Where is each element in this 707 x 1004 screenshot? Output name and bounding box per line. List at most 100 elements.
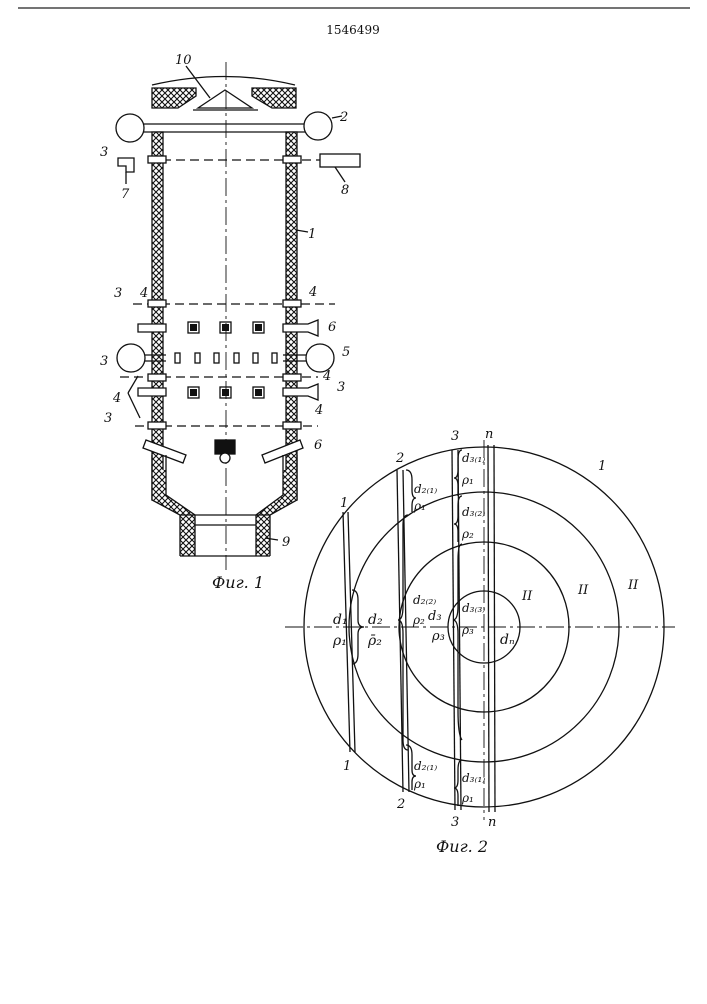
nozzle-square-fill	[222, 389, 229, 396]
label-d22: d₂₍₂₎	[413, 593, 436, 607]
label-rho2: ρ₂	[412, 613, 425, 627]
label-d1: d₁	[333, 612, 348, 628]
slot	[175, 353, 180, 363]
label-chord-3-bottom: 3	[451, 815, 459, 830]
label-chord-2-bottom: 2	[396, 797, 405, 812]
label-ring-II-outer: II	[627, 578, 639, 593]
label-3-upper: 3	[114, 286, 122, 301]
label-rho1: ρ₁	[332, 633, 347, 649]
leader-4-a	[128, 376, 138, 393]
label-rho1-bottom-3: ρ₁	[461, 791, 474, 805]
label-d21-bottom: d₂₍₁₎	[414, 759, 437, 773]
label-ring-II-mid: II	[577, 583, 589, 598]
patent-number: 1546499	[326, 23, 379, 37]
label-3-mid: 3	[100, 354, 108, 369]
burner-left-2	[138, 388, 166, 396]
label-rho2-bar: ρ̄₂	[367, 633, 382, 649]
nozzle-square-fill	[190, 389, 197, 396]
label-d21-top: d₂₍₁₎	[414, 482, 437, 496]
cone-right-fill	[256, 470, 297, 556]
label-4-left-upper: 4	[139, 286, 148, 301]
label-chord-3-top: 3	[451, 429, 459, 444]
inclined-burner-left	[143, 440, 186, 463]
label-d31-bottom: d₃₍₁₎	[462, 771, 485, 785]
chord-3-a	[452, 450, 455, 810]
label-7: 7	[121, 187, 130, 202]
leader-8	[335, 167, 345, 182]
port-4b-right	[283, 374, 301, 381]
top-refractory-right	[252, 88, 296, 108]
right-mid-sphere-5	[306, 344, 334, 372]
label-4-right-upper: 4	[308, 285, 317, 300]
label-d32-top: d₃₍₂₎	[462, 505, 485, 519]
label-circle-1: 1	[598, 459, 606, 474]
brace-d31-top	[454, 450, 462, 496]
chord-2-a	[397, 470, 403, 792]
label-3-right-mid: 3	[337, 380, 345, 395]
sensor-box-8	[320, 154, 360, 167]
label-rho1-top-3: ρ₁	[461, 473, 474, 487]
nozzle-square-fill	[255, 324, 262, 331]
label-d31-top: d₃₍₁₎	[462, 451, 485, 465]
port-4b-left	[148, 374, 166, 381]
label-chord-n-top: n	[485, 427, 493, 442]
slot	[253, 353, 258, 363]
label-d3: d₃	[428, 609, 442, 624]
cone-left-fill	[152, 470, 195, 556]
figure-1-caption: Фиг. 1	[212, 573, 264, 592]
label-1: 1	[308, 227, 316, 242]
center-device-ball	[220, 453, 230, 463]
label-rho3-3: ρ₃	[461, 623, 474, 637]
label-chord-n-bottom: n	[488, 815, 496, 830]
slot	[214, 353, 219, 363]
slot	[272, 353, 277, 363]
leader-4-b	[128, 393, 140, 418]
left-top-sphere	[116, 114, 144, 142]
top-cap-outline	[152, 77, 295, 86]
left-mid-sphere	[117, 344, 145, 372]
label-d33: d₃₍₃₎	[462, 601, 485, 615]
label-9: 9	[282, 535, 290, 550]
label-2: 2	[339, 110, 348, 125]
chord-n-b	[494, 445, 495, 812]
right-top-sphere	[304, 112, 332, 140]
port-top-left	[148, 156, 166, 163]
figure-2-caption: Фиг. 2	[436, 837, 488, 856]
label-d2: d₂	[368, 612, 383, 628]
label-chord-1-top: 1	[340, 496, 348, 511]
nozzle-square-fill	[255, 389, 262, 396]
slot	[234, 353, 239, 363]
label-5: 5	[342, 345, 350, 360]
port-4a-right	[283, 300, 301, 307]
figure-1	[116, 62, 360, 570]
label-4-left-lower: 4	[112, 391, 121, 406]
label-rho1-bottom-2: ρ₁	[413, 777, 426, 791]
burner-left-1	[138, 324, 166, 332]
leader-1	[296, 230, 308, 232]
slot	[195, 353, 200, 363]
label-8: 8	[341, 183, 349, 198]
chord-n-a	[488, 445, 489, 812]
label-rho3: ρ₃	[431, 629, 445, 644]
label-chord-1-bottom: 1	[343, 759, 351, 774]
port-top-right	[283, 156, 301, 163]
center-device	[215, 440, 235, 454]
label-3-top: 3	[100, 145, 108, 160]
top-refractory-left	[152, 88, 196, 108]
nozzle-square-fill	[222, 324, 229, 331]
label-rho2-top-3: ρ₂	[461, 527, 474, 541]
label-rho1-top-2: ρ₁	[413, 499, 426, 513]
label-10: 10	[175, 53, 192, 68]
label-chord-2-top: 2	[395, 451, 404, 466]
label-ring-II-inner: II	[521, 589, 533, 604]
label-6-lower: 6	[314, 438, 322, 453]
nozzle-square-fill	[190, 324, 197, 331]
label-4-right-lower: 4	[314, 403, 323, 418]
label-dn: dₙ	[500, 632, 515, 648]
port-4c-right	[283, 422, 301, 429]
port-4a-left	[148, 300, 166, 307]
label-4-right-mid: 4	[322, 369, 331, 384]
label-3-lower: 3	[104, 411, 112, 426]
